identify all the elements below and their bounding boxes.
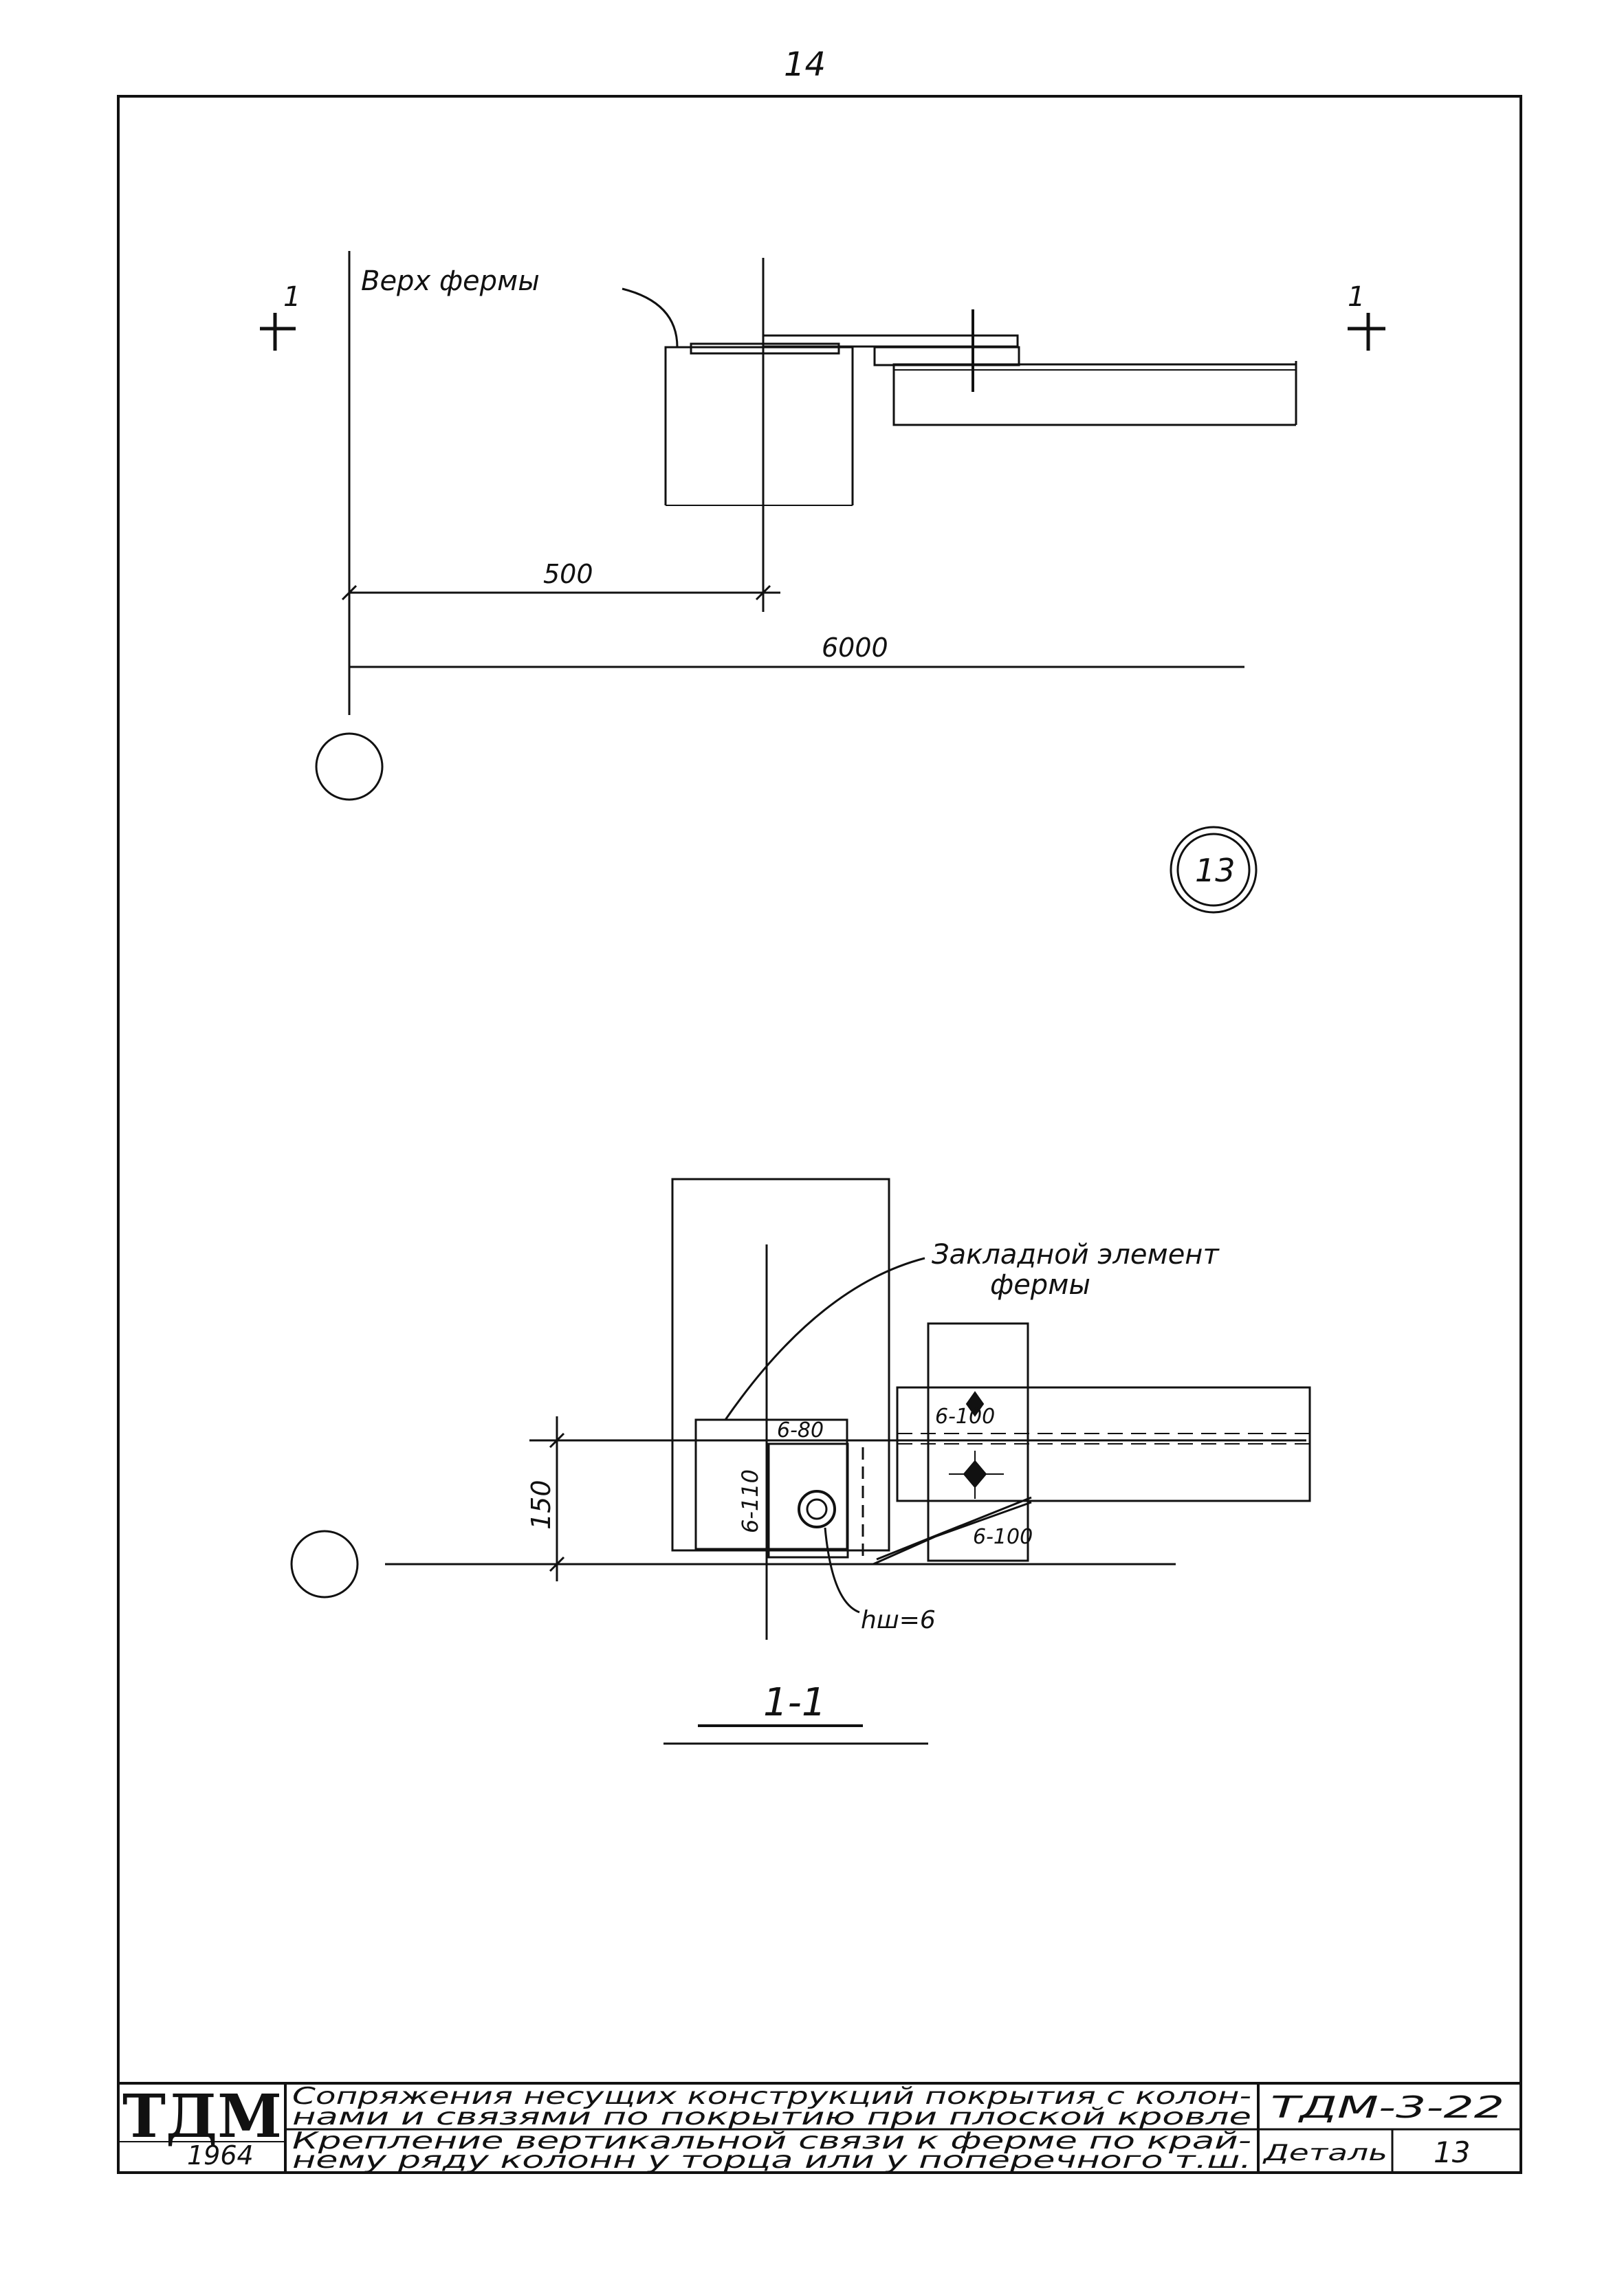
column-outline <box>664 346 854 505</box>
title-line-2: нами и связями по покрытию при плоской к… <box>292 2103 1251 2131</box>
detail-marker <box>1170 826 1258 914</box>
truss-top-plate <box>690 342 840 355</box>
section-view <box>290 1178 1311 1745</box>
title-block <box>118 2082 1521 2173</box>
weld-leg: hш=6 <box>861 1606 936 1634</box>
dimension-tick-150-top <box>549 1432 565 1449</box>
tdm-logo: ТДМ <box>122 2082 282 2151</box>
label-embedded-line1: Закладной элемент <box>932 1239 1220 1271</box>
dimension-tick-500-right <box>755 584 771 601</box>
sheet-frame <box>117 95 1522 2174</box>
weld-circle-inner <box>806 1498 828 1520</box>
subtitle-line-2: нему ряду колонн у торца или у поперечно… <box>292 2146 1251 2174</box>
truss-beam <box>892 363 1296 426</box>
brace-plate <box>762 334 1019 348</box>
section-title: 1-1 <box>763 1680 826 1725</box>
label-embedded-line2: фермы <box>990 1269 1090 1301</box>
axis-bubble-bottom <box>290 1530 359 1599</box>
title-year: 1964 <box>187 2140 254 2171</box>
plan-view <box>260 251 1385 801</box>
dimension-150: 150 <box>526 1480 556 1530</box>
weld-top-right: 6-100 <box>935 1405 995 1429</box>
section-marker-left: 1 <box>283 281 300 313</box>
dimension-tick-150-bottom <box>549 1556 565 1572</box>
embedded-leader <box>724 1257 925 1420</box>
weld-circle <box>798 1490 836 1528</box>
bolt-upper <box>965 1391 985 1417</box>
dimension-6000: 6000 <box>822 633 888 663</box>
weld-top-left: 6-80 <box>777 1418 824 1442</box>
detail-label: Деталь <box>1262 2140 1387 2166</box>
truss-bracket-plate <box>927 1322 1029 1562</box>
detail-marker-number: 13 <box>1195 852 1236 889</box>
label-leader <box>622 287 679 348</box>
diagonal-brace-2 <box>876 1496 1032 1561</box>
title-line-1: Сопряжения несущих конструкций покрытия … <box>292 2083 1251 2110</box>
axis-bubble-top <box>315 732 384 801</box>
detail-number: 13 <box>1434 2135 1470 2169</box>
section-marker-right: 1 <box>1348 281 1365 313</box>
weld-left: 6-110 <box>737 1469 763 1533</box>
subtitle-line-1: Крепление вертикальной связи к ферме по … <box>292 2127 1251 2155</box>
series-code: ТДМ-3-22 <box>1271 2090 1504 2125</box>
gusset-plate <box>767 1442 849 1559</box>
column-section <box>671 1178 890 1552</box>
bracket-plate <box>873 346 1020 366</box>
weld-bottom-right: 6-100 <box>973 1525 1033 1549</box>
weld-leg-leader <box>824 1527 860 1614</box>
page-number: 14 <box>784 45 826 84</box>
label-top-of-truss: Верх фермы <box>361 265 540 297</box>
dimension-tick-500-left <box>341 584 358 601</box>
dimension-500: 500 <box>543 559 593 589</box>
